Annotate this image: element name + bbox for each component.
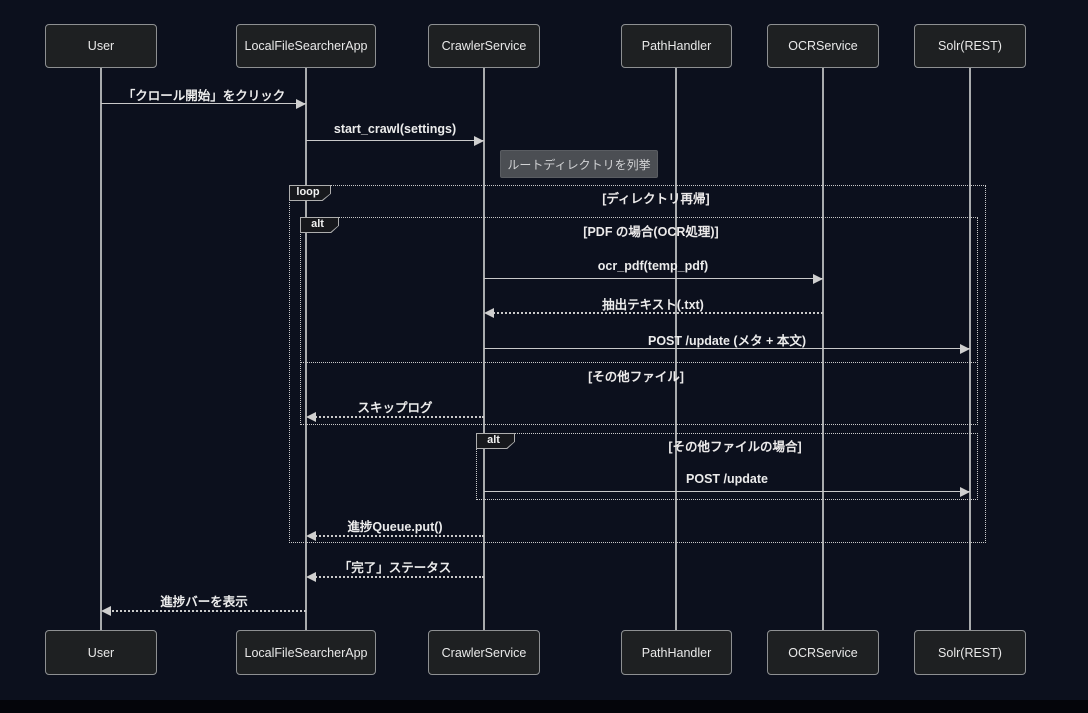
message-label-show-progress-bar: 進捗バーを表示 — [160, 595, 248, 609]
alt1-fragment-tab: alt — [300, 217, 339, 233]
arrow-line — [306, 140, 484, 141]
alt1-fragment-label: alt — [311, 218, 324, 230]
participant-crawlerservice-bottom: CrawlerService — [428, 630, 540, 675]
alt2-fragment-label: alt — [487, 434, 500, 446]
participant-localfilesearcherapp-bottom: LocalFileSearcherApp — [236, 630, 376, 675]
arrow-line — [486, 312, 823, 314]
loop-condition-label: [ディレクトリ再帰] — [602, 192, 710, 206]
participant-solr-top: Solr(REST) — [914, 24, 1026, 68]
arrow-line — [308, 535, 484, 537]
loop-fragment-tab: loop — [289, 185, 331, 201]
arrowhead-right-icon — [960, 487, 970, 497]
participant-ocrservice-top: OCRService — [767, 24, 879, 68]
participant-user-top: User — [45, 24, 157, 68]
lifeline-user — [100, 68, 102, 630]
note-enumerate-root-directory: ルートディレクトリを列挙 — [500, 150, 658, 178]
arrowhead-right-icon — [474, 136, 484, 146]
alt1-condition-label: [PDF の場合(OCR処理)] — [583, 225, 719, 239]
arrowhead-left-icon — [306, 572, 316, 582]
message-label-progress-queue-put: 進捗Queue.put() — [347, 520, 443, 534]
arrowhead-left-icon — [306, 531, 316, 541]
message-label-extracted-text: 抽出テキスト(.txt) — [602, 298, 704, 312]
arrowhead-right-icon — [296, 99, 306, 109]
participant-crawlerservice-top: CrawlerService — [428, 24, 540, 68]
lifeline-crawlerservice — [483, 68, 485, 630]
arrowhead-left-icon — [101, 606, 111, 616]
alt1-fragment-frame — [300, 217, 978, 425]
arrow-line — [308, 576, 484, 578]
message-label-skip-log: スキップログ — [357, 401, 433, 415]
message-label-ocr-pdf: ocr_pdf(temp_pdf) — [597, 259, 709, 273]
participant-pathhandler-top: PathHandler — [621, 24, 732, 68]
alt2-fragment-tab: alt — [476, 433, 515, 449]
message-label-post-update-meta: POST /update (メタ + 本文) — [648, 334, 806, 348]
arrow-line — [308, 416, 484, 418]
message-label-start-crawl: start_crawl(settings) — [333, 122, 457, 136]
participant-user-bottom: User — [45, 630, 157, 675]
lifeline-localfilesearcherapp — [305, 68, 307, 630]
arrowhead-left-icon — [484, 308, 494, 318]
arrow-line — [484, 348, 970, 349]
lifeline-pathhandler — [675, 68, 677, 630]
arrowhead-right-icon — [960, 344, 970, 354]
lifeline-solr — [969, 68, 971, 630]
arrow-line — [484, 278, 823, 279]
alt1-else-condition-label: [その他ファイル] — [588, 370, 684, 384]
participant-ocrservice-bottom: OCRService — [767, 630, 879, 675]
arrow-line — [484, 491, 970, 492]
lifeline-ocrservice — [822, 68, 824, 630]
message-label-done-status: 「完了」ステータス — [338, 561, 452, 575]
alt1-else-divider — [300, 362, 978, 363]
message-label-post-update: POST /update — [686, 472, 768, 486]
loop-fragment-frame — [289, 185, 986, 543]
alt2-condition-label: [その他ファイルの場合] — [668, 440, 802, 454]
message-label-click-crawl-start: 「クロール開始」をクリック — [122, 89, 286, 103]
alt2-fragment-frame — [476, 433, 978, 500]
bottom-edge-strip — [0, 700, 1088, 713]
arrowhead-right-icon — [813, 274, 823, 284]
arrowhead-left-icon — [306, 412, 316, 422]
arrow-line — [103, 610, 306, 612]
participant-localfilesearcherapp-top: LocalFileSearcherApp — [236, 24, 376, 68]
participant-pathhandler-bottom: PathHandler — [621, 630, 732, 675]
loop-fragment-label: loop — [296, 186, 320, 198]
participant-solr-bottom: Solr(REST) — [914, 630, 1026, 675]
arrow-line — [101, 103, 306, 104]
